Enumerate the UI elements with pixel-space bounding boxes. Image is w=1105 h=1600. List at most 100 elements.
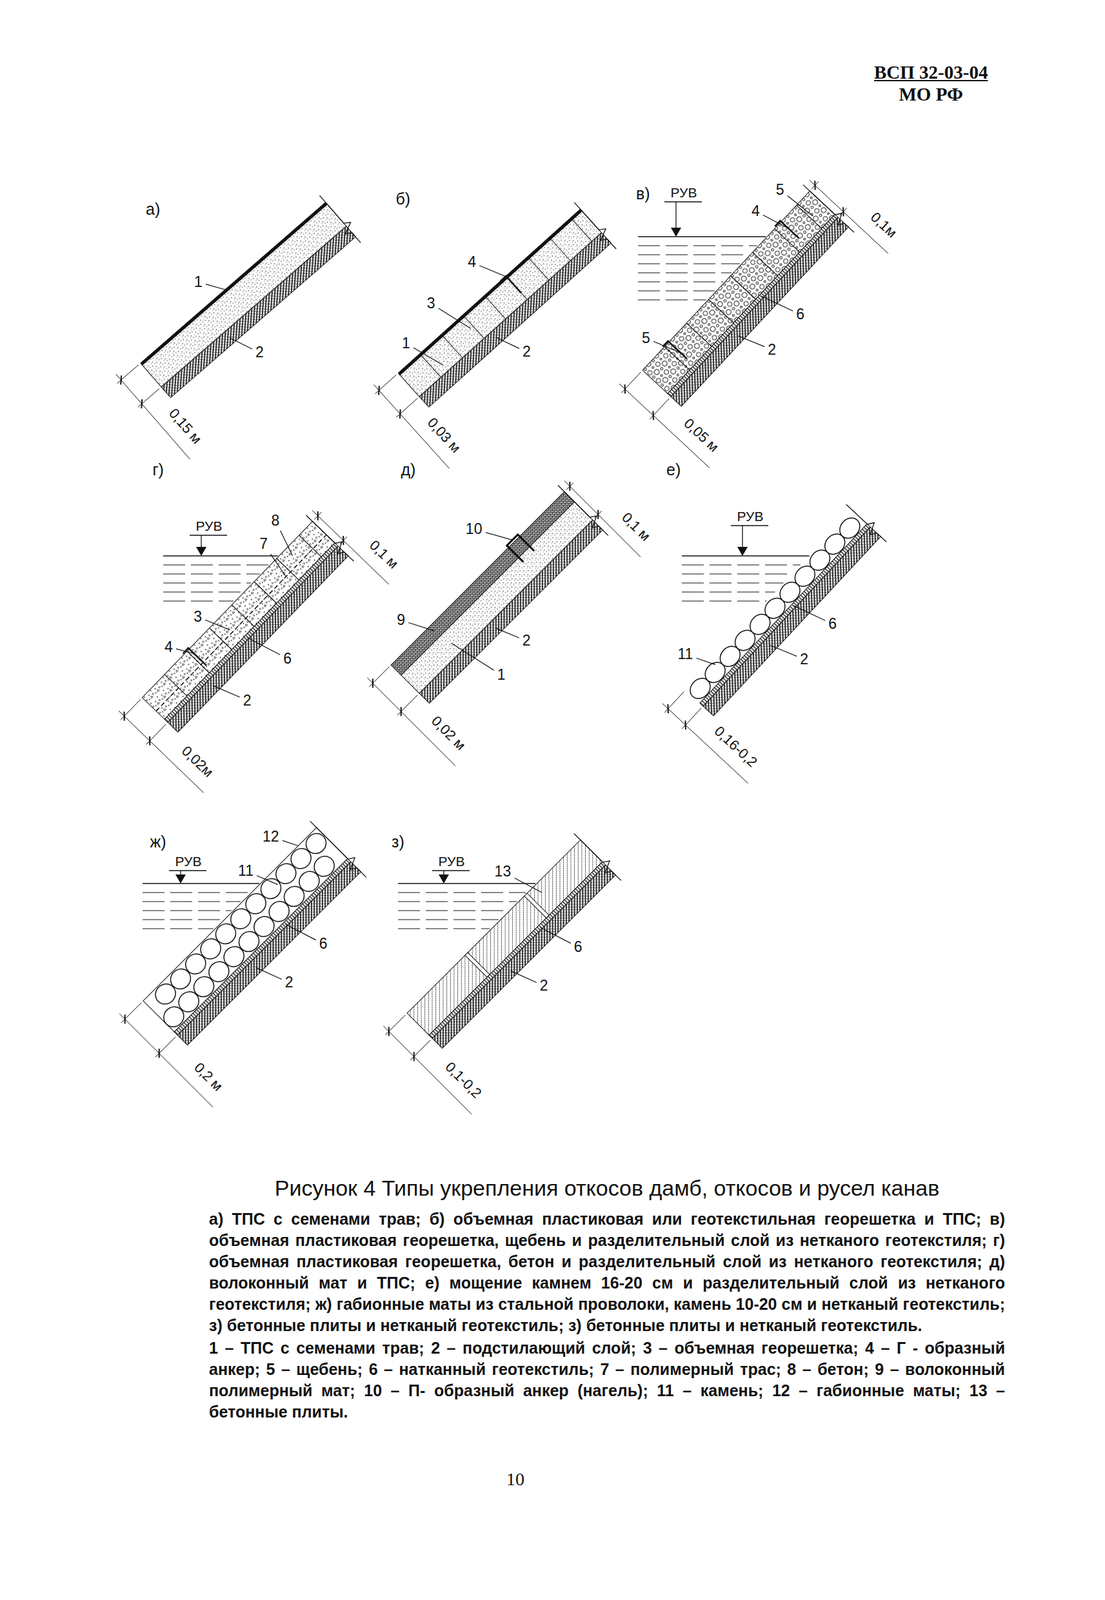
geogrid-cell	[752, 252, 778, 276]
geotextile-band	[667, 214, 838, 397]
geogrid-cell	[486, 297, 506, 319]
level-mark-stem	[179, 870, 181, 875]
dimension-text: 0,02 м	[427, 712, 469, 755]
leader-lines	[176, 195, 826, 983]
callout-number: 4	[163, 639, 175, 656]
callout-number: 2	[521, 632, 533, 649]
figure-caption: Рисунок 4 Типы укрепления откосов дамб, …	[209, 1175, 1006, 1202]
level-mark-shelf	[432, 870, 470, 871]
leader-line	[761, 296, 793, 311]
water-level-mark: РУВ	[437, 854, 467, 869]
level-mark-stem	[741, 525, 743, 548]
concrete-band	[141, 521, 335, 720]
callout-number: 4	[750, 203, 762, 220]
callout-number: 2	[241, 692, 253, 709]
geotextile-band	[174, 858, 351, 1036]
caption-text: 1 – ТПС с семенами трав; 2 – подстилающи…	[209, 1337, 1006, 1424]
water-hatch	[398, 928, 490, 930]
water-hatch	[681, 565, 801, 566]
callout-number: 13	[493, 863, 513, 880]
panel-letter: д)	[401, 461, 417, 478]
leader-line	[794, 605, 826, 621]
slope-section	[636, 180, 858, 412]
geogrid-cell	[276, 558, 300, 580]
l-anchor	[662, 341, 687, 365]
water-level-line	[681, 555, 810, 557]
level-mark-stem	[675, 201, 677, 228]
water-hatch	[142, 892, 250, 894]
water-hatch	[637, 290, 715, 292]
geogrid-cell	[796, 205, 822, 229]
slope-section	[135, 510, 358, 738]
leader-line	[408, 622, 435, 631]
break-line	[315, 191, 366, 247]
water-hatch	[398, 892, 526, 894]
water-hatch	[163, 565, 269, 566]
water-hatch	[163, 583, 251, 584]
callout-number: 11	[676, 646, 695, 663]
water-level-line	[142, 883, 260, 885]
leader-line	[280, 530, 293, 557]
leader-line	[479, 265, 508, 278]
water-hatch	[681, 601, 767, 602]
geotextile-band	[428, 861, 606, 1039]
callout-number: 4	[466, 254, 478, 271]
polymer-tendon	[156, 534, 327, 711]
leader-line	[438, 308, 471, 329]
level-mark-shelf	[169, 870, 207, 871]
leader-line	[282, 840, 299, 846]
callout-number: 6	[318, 935, 329, 953]
seeded-mat-band	[141, 204, 346, 388]
leader-line	[256, 967, 282, 980]
geogrid-cell	[209, 628, 233, 650]
callout-number: 8	[270, 512, 282, 529]
slope-section	[136, 817, 371, 1051]
geogrid-cell	[464, 316, 484, 339]
water-hatch	[142, 919, 223, 921]
document-code: ВСП 32-03-04	[874, 63, 988, 82]
underlayer-band	[419, 232, 611, 408]
water-hatch	[142, 901, 241, 903]
dimension-text: 0,2 м	[190, 1059, 227, 1096]
geogrid-cell	[231, 605, 255, 627]
dimension-text: 0,1 м	[365, 536, 402, 573]
dimension-text: 0,1-0,2	[441, 1058, 486, 1103]
dimension-text: 0,03 м	[423, 414, 464, 458]
panel-letter: г)	[152, 461, 164, 478]
gravel-band	[642, 190, 835, 394]
water-hatch	[637, 272, 732, 274]
geogrid-cell	[774, 228, 800, 253]
page-number: 10	[506, 1470, 525, 1489]
break-line	[799, 180, 858, 237]
underlayer-band	[161, 226, 356, 399]
water-hatch	[398, 901, 517, 903]
geogrid-cell	[299, 535, 322, 557]
leader-line	[496, 338, 520, 349]
l-anchor	[774, 220, 799, 244]
leader-line	[763, 214, 789, 228]
callout-number: 1	[496, 666, 508, 684]
leader-line	[540, 927, 571, 944]
level-mark-triangle	[175, 874, 186, 884]
water-level-line	[398, 883, 536, 885]
underlayer-band	[177, 861, 361, 1046]
dimension-lines	[116, 179, 889, 1115]
callout-number: 6	[794, 306, 806, 323]
dimension-text: 0,05 м	[679, 414, 723, 457]
water-hatch	[637, 263, 740, 265]
leader-line	[514, 877, 542, 893]
leader-line	[485, 532, 513, 541]
water-hatch	[142, 910, 232, 912]
water-hatch	[637, 245, 757, 247]
level-mark-triangle	[438, 874, 449, 884]
level-mark-triangle	[737, 547, 748, 557]
break-line	[301, 510, 359, 566]
callout-number: 2	[538, 977, 550, 995]
callout-number: 6	[826, 616, 838, 633]
leader-line	[696, 657, 716, 665]
water-body	[142, 201, 810, 929]
gabion-box	[143, 827, 348, 1033]
geogrid-cell	[550, 239, 571, 261]
water-hatch	[398, 910, 508, 912]
